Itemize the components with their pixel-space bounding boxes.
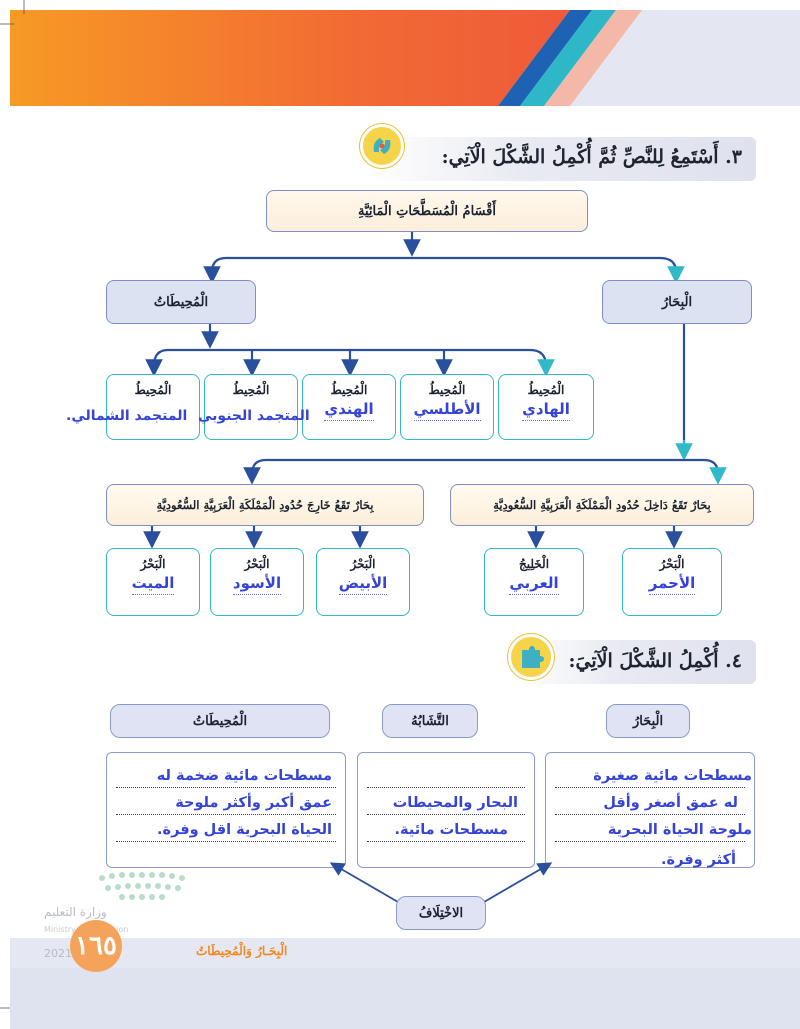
listen-icon [360, 124, 404, 168]
seas-line-3: ملوحة الحياة البحرية [607, 822, 752, 838]
oceans-branch-box: الْمُحِيطَاتُ [106, 280, 256, 324]
seas-branch-label: الْبِحَارُ [661, 294, 693, 310]
seas-outside-box: بِحَارٌ تَقَعُ خَارِجَ حُدُودِ الْمَمْلَ… [106, 484, 424, 526]
ocean-box-atlantic: الْمُحِيطُ الأطلسي [400, 374, 494, 440]
ministry-name: وزارة التعليم [44, 905, 107, 919]
seas-outside-label: بِحَارٌ تَقَعُ خَارِجَ حُدُودِ الْمَمْلَ… [156, 498, 374, 512]
dotted-line [555, 814, 745, 815]
seas-line-2: له عمق أصغر وأقل [603, 795, 738, 811]
sea-answer-white: الأبيض [338, 572, 388, 595]
dotted-line [367, 841, 525, 842]
ocean-label: الْمُحِيطُ [527, 383, 565, 397]
page-number: ١٦٥ [70, 920, 122, 972]
dotted-line [555, 841, 745, 842]
ocean-answer-indian: الهندي [324, 398, 374, 421]
sea-label: الْبَحْرُ [244, 557, 270, 571]
oceans-branch-label: الْمُحِيطَاتُ [153, 294, 209, 310]
gulf-box-arabian: الْخَلِيجُ العربي [484, 548, 584, 616]
ocean-box-indian: الْمُحِيطُ الهندي [302, 374, 396, 440]
oceans-line-1: مسطحات مائية ضخمة له [156, 768, 332, 784]
ocean-answer-atlantic: الأطلسي [413, 398, 481, 421]
q4-difference: الاخْتِلَافُ [396, 896, 486, 930]
q4-similarity-header: التَّشَابُهُ [382, 704, 478, 738]
ocean-answer-arctic: المتجمد الشمالي. [66, 408, 188, 424]
seas-inside-label: بِحَارٌ تَقَعُ دَاخِلَ حُدُودِ الْمَمْلَ… [493, 498, 711, 512]
ocean-label: الْمُحِيطُ [428, 383, 466, 397]
sea-box-red: الْبَحْرُ الأحمر [622, 548, 722, 616]
sea-answer-black: الأسود [232, 572, 282, 595]
seas-branch-box: الْبِحَارُ [602, 280, 752, 324]
sea-box-dead: الْبَحْرُ الميت [106, 548, 200, 616]
similarity-line-2: مسطحات مائية. [394, 822, 508, 838]
root-label: أَقْسَامُ الْمُسَطَّحَاتِ الْمَائِيَّةِ [358, 203, 496, 219]
ocean-label: الْمُحِيطُ [330, 383, 368, 397]
q4-seas-panel [545, 752, 755, 868]
q4-oceans-panel [106, 752, 346, 868]
ocean-box-arctic: الْمُحِيطُ [106, 374, 200, 440]
ocean-box-pacific: الْمُحِيطُ الهادي [498, 374, 594, 440]
sea-answer-red: الأحمر [648, 572, 696, 595]
oceans-line-3: الحياة البحرية اقل وفرة. [157, 822, 332, 838]
dotted-line [367, 814, 525, 815]
gulf-label: الْخَلِيجُ [518, 557, 550, 571]
gulf-answer-arabian: العربي [509, 572, 559, 595]
sea-box-black: الْبَحْرُ الأسود [210, 548, 304, 616]
sea-label: الْبَحْرُ [350, 557, 376, 571]
seas-inside-box: بِحَارٌ تَقَعُ دَاخِلَ حُدُودِ الْمَمْلَ… [450, 484, 754, 526]
ocean-label: الْمُحِيطُ [232, 383, 270, 397]
dotted-line [367, 787, 525, 788]
similarity-line-1: البحار والمحيطات [392, 795, 518, 811]
dotted-line [116, 787, 336, 788]
seas-line-1: مسطحات مائية صغيرة [593, 768, 752, 784]
unit-title: الْبِحَـارُ وَالْمُحِيطَاتُ [196, 944, 288, 958]
q4-oceans-header: الْمُحِيطَاتُ [110, 704, 330, 738]
oceans-line-2: عمق أكبر وأكثر ملوحة [175, 795, 332, 811]
dotted-line [116, 814, 336, 815]
ocean-answer-pacific: الهادي [522, 398, 570, 421]
q3-title: ٣. أَسْتَمِعُ لِلنَّصِّ ثُمَّ أُكْمِلُ ا… [441, 146, 742, 168]
header-banner [10, 10, 800, 106]
ocean-answer-southern: المتجمد الجنوبي [198, 408, 310, 424]
dotted-line [116, 841, 336, 842]
sea-answer-dead: الميت [131, 572, 175, 595]
sea-label: الْبَحْرُ [659, 557, 685, 571]
sea-label: الْبَحْرُ [140, 557, 166, 571]
ministry-logo-icon [99, 872, 185, 900]
ocean-box-southern: الْمُحِيطُ [204, 374, 298, 440]
footer-lower-band [10, 968, 800, 1029]
sea-box-white: الْبَحْرُ الأبيض [316, 548, 410, 616]
q4-similarity-panel [357, 752, 535, 868]
q4-seas-header: الْبِحَارُ [606, 704, 690, 738]
q4-header-bar [520, 640, 756, 684]
root-box: أَقْسَامُ الْمُسَطَّحَاتِ الْمَائِيَّةِ [266, 190, 588, 232]
ocean-label: الْمُحِيطُ [134, 383, 172, 397]
q3-header-bar [368, 137, 756, 181]
dotted-line [555, 787, 745, 788]
seas-line-4: أكثر وفرة. [661, 852, 736, 868]
q4-title: ٤. أُكْمِلُ الشَّكْلَ الْآتِيَ: [568, 650, 742, 672]
puzzle-icon [508, 634, 554, 680]
